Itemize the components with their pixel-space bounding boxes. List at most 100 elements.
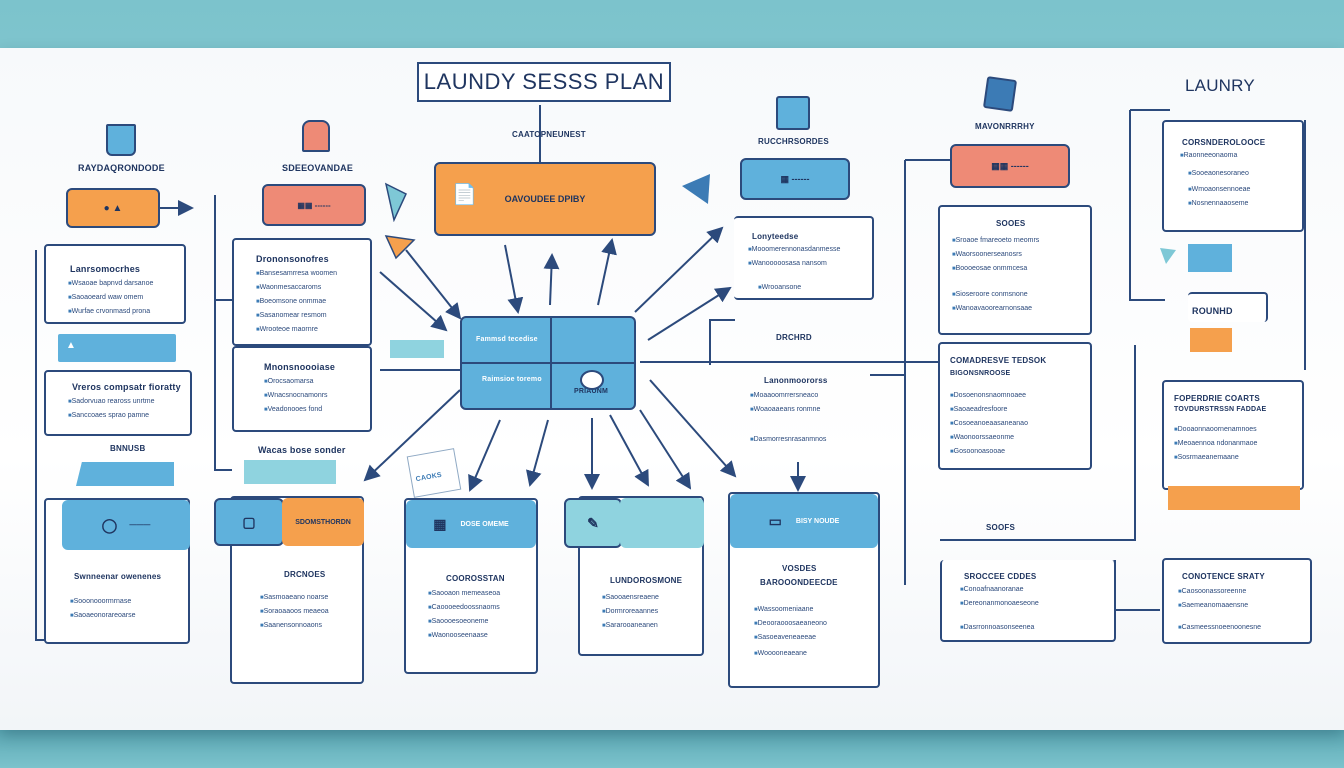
card-1-icon: ◯ bbox=[101, 516, 118, 533]
panel-7: FOPERDRIE COARTS TOVDURSTRSSN FADDAE Doo… bbox=[1162, 380, 1304, 490]
page-title: LAUNDY SESSS PLAN bbox=[417, 62, 671, 102]
list-item: Moaaoomrrersneaco bbox=[750, 392, 819, 399]
bottom-card-3-header[interactable]: ▦DOSE OMEME bbox=[406, 500, 536, 548]
center-orange-label: OAVOUDEE DPIBY bbox=[504, 194, 586, 204]
list-item: Caoooeedoossnaoms bbox=[428, 604, 500, 611]
hub-bottom-right: PRIAUNM bbox=[574, 388, 609, 395]
list-item: Dormroreaannes bbox=[602, 608, 659, 615]
panel-4: Lanonmoororss Moaaoomrrersneaco Woaoaaea… bbox=[740, 372, 870, 460]
list-item: Casmeessnoeenoonesne bbox=[1178, 624, 1261, 631]
bottom-card-4: ✎ LUNDOROSMONE Saooaensreaene Dormroreaa… bbox=[564, 496, 704, 656]
list-item: Dasrronnoasonseenea bbox=[960, 624, 1035, 631]
list-item: Saanensonnoaons bbox=[260, 622, 322, 629]
panel-5: SOOES Sroaoe fmareoeto rneomrs Waorsoone… bbox=[938, 205, 1092, 335]
bottom-card-5-header[interactable]: ▭BISY NOUDE bbox=[730, 494, 878, 548]
bottom-card-5-title: BAROOONDEECDE bbox=[760, 578, 838, 587]
soofs-label: SOOFS bbox=[986, 523, 1016, 532]
list-item: Boooeosae onmmcesa bbox=[952, 265, 1028, 272]
list-item: Wmoaonsennoeae bbox=[1188, 186, 1251, 193]
center-sub-label: CAATOPNEUNEST bbox=[512, 130, 586, 139]
document-icon: 📄 bbox=[452, 184, 477, 206]
list-item: Sasmoaeano noarse bbox=[260, 594, 329, 601]
teal-ribbon bbox=[244, 460, 336, 484]
iron-icon: ✎ bbox=[587, 514, 599, 531]
list-item: Boeomsone onmmae bbox=[256, 298, 327, 305]
panel-8-title: SROCCEE CDDES bbox=[964, 572, 1037, 581]
left2-sub-label: SDEEOVANDAE bbox=[282, 163, 354, 173]
panel-3-title: Lonyteedse bbox=[752, 232, 799, 241]
list-item: Saooaensreaene bbox=[602, 594, 659, 601]
list-item: Wurfae crvonmasd prona bbox=[68, 308, 150, 315]
list-item: Orocsaomarsa bbox=[264, 378, 314, 385]
list-item: Sooonooormrnase bbox=[70, 598, 132, 605]
list-item: Sasanomear resmom bbox=[256, 312, 327, 319]
list-item: Wrooansone bbox=[758, 284, 802, 291]
panel-6-title: COMADRESVE TEDSOK bbox=[950, 356, 1047, 365]
bottom-card-2: ▢ SDOMSTHORDN DRCNOES Sasmoaeano noarse … bbox=[214, 496, 364, 684]
pink-node[interactable]: ▦▦ ------ bbox=[262, 184, 366, 226]
center-hub[interactable]: Fammsd tecedise Raimsioe toremo PRIAUNM bbox=[460, 316, 636, 410]
detergent-bag-icon bbox=[302, 120, 330, 152]
left-sub-label: RAYDAQRONDODE bbox=[78, 163, 165, 173]
list-item: Wassoomeniaane bbox=[754, 606, 814, 613]
list-item: Raonneeonaoma bbox=[1180, 152, 1238, 159]
list-item: Saoaeonorareoarse bbox=[70, 612, 136, 619]
panel-2b: Mnonsnoooiase Orocsaomarsa Wnacsnocnamon… bbox=[232, 346, 372, 432]
list-item: Dereonanmonoaeseone bbox=[960, 600, 1039, 607]
list-item: Caosoonassoreenne bbox=[1178, 588, 1247, 595]
triangle-marker-icon bbox=[682, 174, 710, 204]
list-item: Sasoeaveneaeeae bbox=[754, 634, 816, 641]
panel-7-sub: TOVDURSTRSSN FADDAE bbox=[1174, 406, 1267, 413]
panel-8: SROCCEE CDDES Conoafnaanoranae Dereonanm… bbox=[940, 560, 1116, 642]
left-ribbon bbox=[76, 462, 174, 486]
list-item: Waorsoonerseanosrs bbox=[952, 251, 1022, 258]
bottom-card-2-icon-tile[interactable]: ▢ bbox=[214, 498, 284, 546]
bottom-card-4-icon-tile[interactable]: ✎ bbox=[564, 498, 622, 548]
list-item: Cosoeanoeaasaneanao bbox=[950, 420, 1028, 427]
far-right-top-title: CORSNDEROLOOCE bbox=[1182, 138, 1266, 147]
far-right-bottom-title: CONOTENCE SRATY bbox=[1182, 572, 1265, 581]
list-item: Dosoenonsnaomnoaee bbox=[950, 392, 1026, 399]
laundry-basket-icon bbox=[106, 124, 136, 156]
far-right-orange-chip bbox=[1190, 328, 1232, 352]
tray-icon: ▭ bbox=[768, 512, 782, 529]
list-item: Sioseroore conmsnone bbox=[952, 291, 1028, 298]
teal-chip bbox=[390, 340, 444, 358]
list-item: Sooeaonesoraneo bbox=[1188, 170, 1249, 177]
bottom-card-1-header[interactable]: ◯——— bbox=[62, 500, 190, 550]
center-orange-node[interactable]: 📄 OAVOUDEE DPIBY bbox=[434, 162, 656, 236]
hub-bottom-left: Raimsioe toremo bbox=[482, 376, 542, 383]
list-item: Wrooteoe maornre bbox=[256, 326, 318, 333]
board-shadow bbox=[0, 728, 1344, 768]
stamp-card: CAOKS bbox=[406, 448, 462, 498]
list-item: Deooraooosaeaneono bbox=[754, 620, 827, 627]
list-item: Dooaonnaoornenamnoes bbox=[1174, 426, 1257, 433]
list-item: Saooaon memeaseoa bbox=[428, 590, 501, 597]
list-item: Dasmorresnrasanmnos bbox=[750, 436, 827, 443]
hub-top-left: Fammsd tecedise bbox=[476, 336, 538, 343]
list-item: Conoafnaanoranae bbox=[960, 586, 1024, 593]
pennant-icon bbox=[384, 235, 416, 260]
small-flag-icon bbox=[1160, 248, 1176, 264]
bottom-card-4-header[interactable] bbox=[620, 498, 704, 548]
top-right-title: LAUNRY bbox=[1185, 76, 1255, 95]
panel-4-title: Lanonmoororss bbox=[764, 376, 828, 385]
right-pink-node[interactable]: ▦▦ ------ bbox=[950, 144, 1070, 188]
list-item: Saoaoeard waw omem bbox=[68, 294, 144, 301]
right2-sub-label: MAVONRRRHY bbox=[975, 122, 1035, 131]
list-item: Sadorvuao reaross unrtme bbox=[68, 398, 155, 405]
panel-left-1-title: Lanrsomocrhes bbox=[70, 264, 141, 274]
list-item: Meoaennoa ndonanmaoe bbox=[1174, 440, 1258, 447]
list-item: Waonmesaccaroms bbox=[256, 284, 322, 291]
right-blue-node[interactable]: ▦ ------ bbox=[740, 158, 850, 200]
stamp-label: CAOKS bbox=[415, 471, 443, 484]
list-item: Wooooneaeane bbox=[754, 650, 807, 657]
bottom-card-2-title: DRCNOES bbox=[284, 570, 326, 579]
list-item: Woaoaaeans ronmne bbox=[750, 406, 821, 413]
panel-left-2: Vreros compsatr fioratty Sadorvuao rearo… bbox=[44, 370, 192, 436]
panel-6: COMADRESVE TEDSOK BIGONSNROOSE Dosoenons… bbox=[938, 342, 1092, 470]
clipboard-icon bbox=[982, 76, 1018, 112]
left-orange-node[interactable]: ● ▲ bbox=[66, 188, 160, 228]
bottom-card-2-header[interactable]: SDOMSTHORDN bbox=[282, 498, 364, 546]
